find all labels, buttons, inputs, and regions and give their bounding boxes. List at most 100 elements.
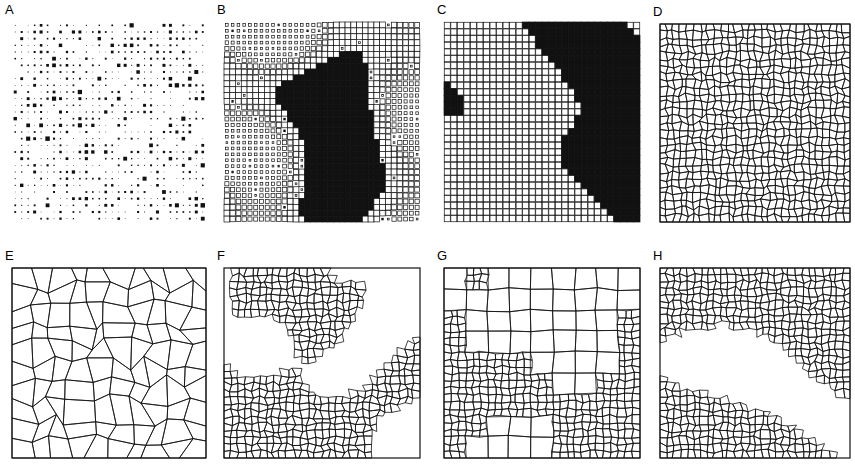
density-cell [451, 22, 457, 28]
density-cell [282, 87, 288, 93]
density-cell [260, 194, 263, 197]
density-cell [470, 29, 476, 35]
density-cell [351, 40, 357, 46]
density-cell [293, 69, 299, 75]
density-cell [392, 76, 397, 81]
density-cell [328, 210, 334, 216]
density-dot [195, 204, 198, 207]
density-cell [293, 169, 298, 174]
density-cell [470, 216, 476, 222]
density-cell [357, 181, 363, 187]
density-cell [249, 24, 252, 27]
density-dot [21, 198, 22, 199]
density-dot [21, 218, 22, 219]
density-cell [470, 129, 476, 135]
density-cell [357, 157, 363, 163]
density-cell [351, 116, 357, 122]
density-dot [151, 125, 152, 126]
density-cell [322, 193, 328, 199]
density-dot [73, 158, 74, 159]
density-dot [47, 112, 48, 113]
density-cell [316, 169, 322, 175]
density-dot [47, 78, 48, 79]
density-cell [391, 199, 396, 204]
density-dot [182, 37, 184, 39]
density-cell [380, 111, 385, 116]
density-cell [224, 52, 229, 57]
density-cell [362, 22, 368, 28]
density-cell [293, 134, 299, 140]
density-cell [345, 163, 351, 169]
density-cell [392, 211, 397, 216]
density-cell [293, 75, 299, 81]
density-cell [299, 110, 305, 116]
density-cell [368, 51, 374, 57]
density-dot [124, 117, 127, 120]
density-dot [28, 71, 29, 72]
density-cell [283, 41, 286, 44]
density-cell [276, 87, 282, 93]
density-cell [238, 83, 240, 85]
density-cell [287, 128, 293, 134]
density-cell [392, 111, 396, 115]
density-cell [362, 140, 368, 146]
density-dot [21, 98, 22, 99]
density-cell [351, 193, 357, 199]
density-dot [66, 71, 67, 72]
density-cell [243, 147, 246, 150]
density-cell [415, 193, 420, 198]
density-cell [397, 181, 403, 187]
density-dot [105, 184, 107, 186]
density-cell [231, 117, 235, 121]
density-cell [316, 216, 322, 222]
density-cell [271, 182, 274, 185]
density-dot [201, 91, 204, 94]
density-dot [99, 105, 100, 106]
density-dot [157, 58, 159, 60]
density-cell [362, 75, 368, 81]
density-dot [201, 203, 205, 207]
density-cell [470, 156, 476, 162]
density-dot [86, 125, 88, 127]
density-cell [328, 151, 334, 157]
density-cell [276, 211, 281, 216]
density-cell [259, 217, 263, 221]
density-cell [277, 35, 280, 38]
density-cell [282, 98, 288, 104]
density-cell [265, 211, 269, 215]
density-cell [295, 35, 298, 38]
density-dot [189, 25, 190, 26]
density-cell [276, 69, 281, 74]
density-cell [310, 146, 316, 152]
density-cell [231, 147, 234, 150]
density-dot [85, 71, 87, 73]
density-cell [345, 34, 351, 40]
density-dot [124, 38, 125, 39]
density-dot [60, 138, 61, 139]
density-dot [183, 65, 184, 66]
density-cell [243, 95, 245, 97]
density-cell [322, 181, 328, 187]
density-dot [72, 197, 75, 200]
density-cell [464, 162, 470, 168]
density-dot [73, 25, 74, 26]
density-cell [322, 204, 328, 210]
density-dot [98, 211, 100, 213]
density-dot [41, 172, 42, 173]
density-cell [328, 116, 334, 122]
density-cell [334, 63, 340, 69]
density-dot [131, 98, 133, 100]
density-dot [189, 131, 192, 134]
density-cell [242, 58, 246, 62]
density-cell [236, 93, 242, 99]
density-dot [79, 105, 80, 106]
density-cell [339, 198, 345, 204]
density-dot [112, 58, 113, 59]
density-dot [195, 84, 197, 86]
density-dot [85, 131, 87, 133]
density-cell [380, 187, 386, 193]
density-dot [52, 57, 56, 61]
density-cell [230, 52, 234, 56]
density-dot [47, 185, 48, 186]
density-dot [189, 38, 191, 40]
